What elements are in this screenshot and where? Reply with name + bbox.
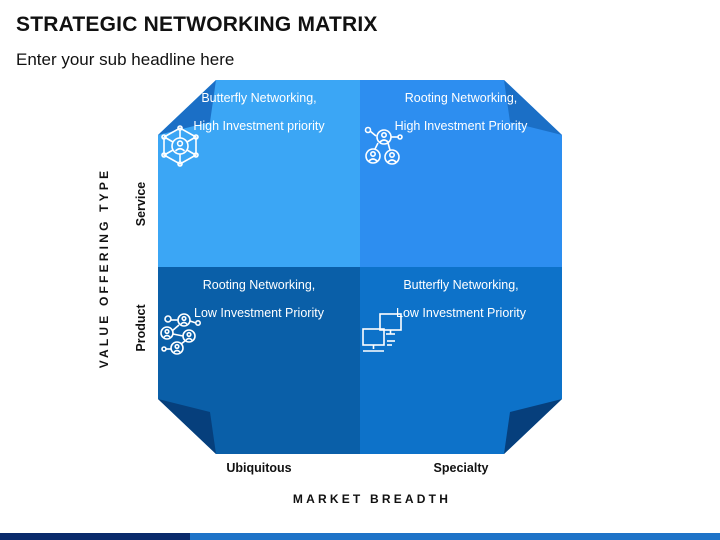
quadrant-top-right-line2: High Investment Priority — [394, 119, 528, 133]
quadrant-bottom-left-line1: Rooting Networking, — [202, 278, 316, 292]
quadrant-top-right: Rooting Networking, High Investment Prio… — [360, 80, 562, 267]
people-network-icon — [160, 313, 201, 355]
y-label-product: Product — [134, 304, 148, 352]
page-title: STRATEGIC NETWORKING MATRIX — [16, 13, 378, 36]
y-axis-title: VALUE OFFERING TYPE — [97, 167, 111, 369]
footer-bar-dark — [0, 533, 190, 540]
page-subtitle: Enter your sub headline here — [16, 50, 235, 69]
quadrant-top-left-line2: High Investment priority — [193, 119, 325, 133]
quadrant-top-left: Butterfly Networking, High Investment pr… — [158, 80, 360, 267]
matrix-background — [158, 80, 562, 454]
y-label-service: Service — [134, 181, 148, 227]
quadrant-bottom-right: Butterfly Networking, Low Investment Pri… — [360, 267, 562, 454]
quadrant-bottom-left-line2: Low Investment Priority — [194, 306, 324, 320]
x-label-specialty: Specialty — [433, 461, 489, 475]
corner-fold-tl — [158, 80, 216, 135]
footer-bar-light — [190, 533, 720, 540]
corner-fold-br — [504, 399, 562, 454]
monitors-icon — [362, 313, 402, 352]
x-axis-title: MARKET BREADTH — [292, 492, 452, 506]
footer-bar — [0, 533, 720, 540]
corner-fold-bl — [158, 399, 216, 454]
network-node-icon — [161, 125, 199, 167]
quadrant-top-left-line1: Butterfly Networking, — [201, 91, 317, 105]
connected-users-icon — [364, 126, 403, 165]
x-label-ubiquitous: Ubiquitous — [226, 461, 292, 475]
quadrant-bottom-left: Rooting Networking, Low Investment Prior… — [158, 267, 360, 454]
quadrant-bottom-right-line2: Low Investment Priority — [396, 306, 526, 320]
networking-matrix: Butterfly Networking, High Investment pr… — [158, 80, 562, 454]
quadrant-bottom-right-line1: Butterfly Networking, — [403, 278, 519, 292]
corner-fold-tr — [504, 80, 562, 135]
quadrant-top-right-line1: Rooting Networking, — [404, 91, 518, 105]
